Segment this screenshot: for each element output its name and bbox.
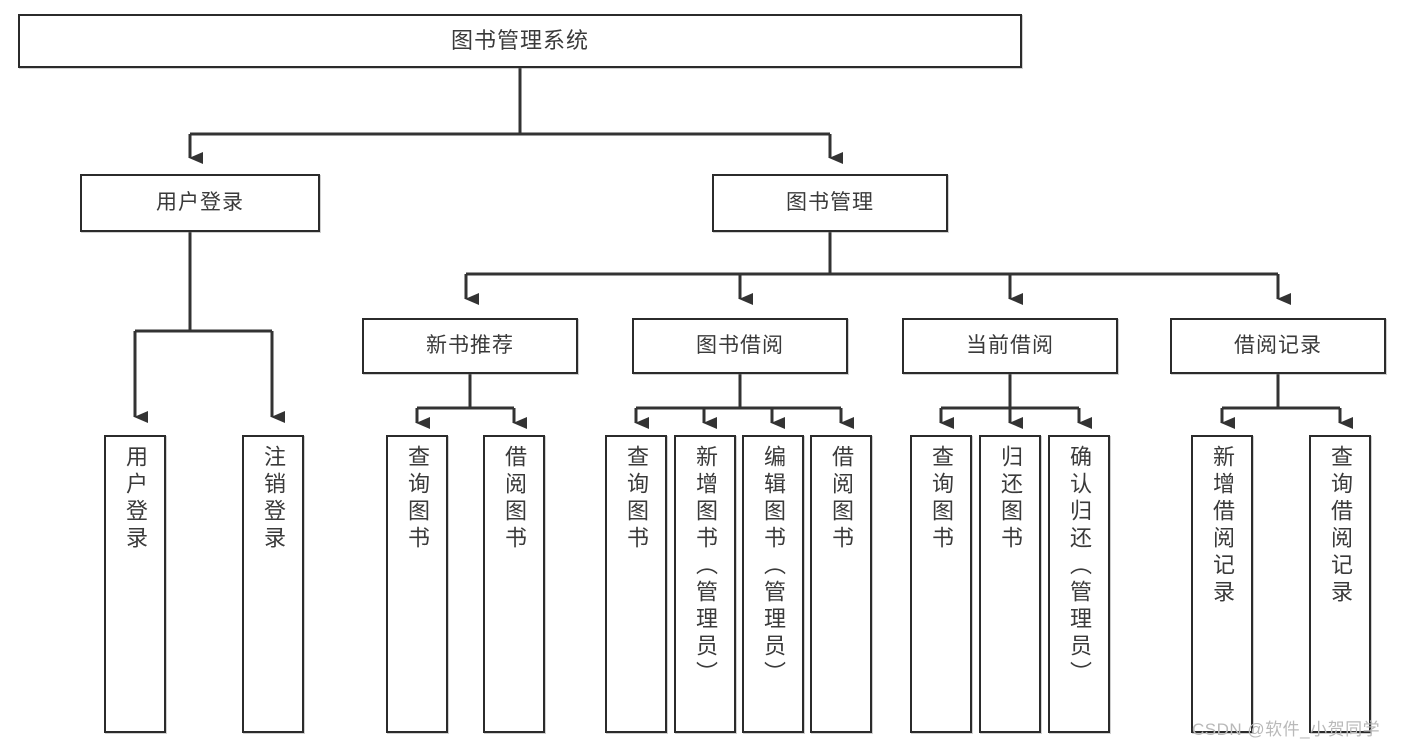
node-label: 借阅图书 <box>829 445 854 553</box>
node-root-system[interactable]: 图书管理系统 <box>18 14 1022 68</box>
leaf-borrow-book-1[interactable]: 借阅图书 <box>483 435 545 733</box>
leaf-return-book[interactable]: 归还图书 <box>979 435 1041 733</box>
leaf-borrow-book-2[interactable]: 借阅图书 <box>810 435 872 733</box>
leaf-query-book-1[interactable]: 查询图书 <box>386 435 448 733</box>
node-label: 当前借阅 <box>966 333 1054 357</box>
node-label: 查询图书 <box>929 445 954 553</box>
leaf-add-book-admin[interactable]: 新增图书（管理员） <box>674 435 736 733</box>
node-label: 图书管理 <box>786 190 874 214</box>
node-book-borrow[interactable]: 图书借阅 <box>632 318 848 374</box>
leaf-edit-book-admin[interactable]: 编辑图书（管理员） <box>742 435 804 733</box>
node-label: 查询图书 <box>405 445 430 553</box>
leaf-query-book-2[interactable]: 查询图书 <box>605 435 667 733</box>
node-book-manage[interactable]: 图书管理 <box>712 174 948 232</box>
node-label: 归还图书 <box>998 445 1023 553</box>
node-label: 用户登录 <box>156 190 244 214</box>
node-label: 新增图书（管理员） <box>693 445 718 688</box>
leaf-query-book-3[interactable]: 查询图书 <box>910 435 972 733</box>
leaf-logout-login[interactable]: 注销登录 <box>242 435 304 733</box>
node-borrow-record[interactable]: 借阅记录 <box>1170 318 1386 374</box>
leaf-confirm-return-admin[interactable]: 确认归还（管理员） <box>1048 435 1110 733</box>
node-label: 借阅记录 <box>1234 333 1322 357</box>
node-label: 确认归还（管理员） <box>1067 445 1092 688</box>
leaf-user-login[interactable]: 用户登录 <box>104 435 166 733</box>
node-label: 图书管理系统 <box>450 28 589 54</box>
node-new-book-recommend[interactable]: 新书推荐 <box>362 318 578 374</box>
node-label: 借阅图书 <box>502 445 527 553</box>
node-label: 编辑图书（管理员） <box>761 445 786 688</box>
node-label: 图书借阅 <box>696 333 784 357</box>
csdn-watermark: CSDN @软件_小贺同学 <box>1192 720 1381 739</box>
node-label: 注销登录 <box>261 445 286 553</box>
node-label: 查询借阅记录 <box>1328 445 1353 607</box>
node-user-login[interactable]: 用户登录 <box>80 174 320 232</box>
leaf-query-borrow-record[interactable]: 查询借阅记录 <box>1309 435 1371 733</box>
node-label: 新增借阅记录 <box>1210 445 1235 607</box>
node-label: 用户登录 <box>123 445 148 553</box>
leaf-add-borrow-record[interactable]: 新增借阅记录 <box>1191 435 1253 733</box>
node-label: 查询图书 <box>624 445 649 553</box>
node-current-borrow[interactable]: 当前借阅 <box>902 318 1118 374</box>
node-label: 新书推荐 <box>426 333 514 357</box>
